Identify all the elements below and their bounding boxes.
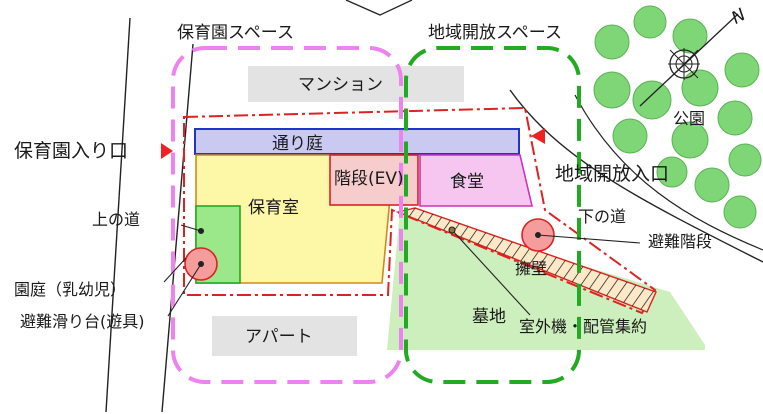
nursery-room-label: 保育室	[248, 198, 299, 218]
leader-lines	[163, 224, 641, 317]
tree-icon	[672, 18, 708, 54]
nursery-entrance-label: 保育園入り口	[14, 140, 128, 162]
tree-icon	[681, 69, 719, 107]
outdoor-units-hatch	[398, 208, 656, 312]
top-notch	[345, 0, 413, 16]
park-label: 公園	[673, 109, 705, 128]
tree-icon	[671, 121, 709, 159]
cemetery-label: 墓地	[472, 307, 506, 327]
stairs-ev-room	[329, 154, 419, 206]
community-space-outline	[404, 46, 581, 384]
tree-icon	[656, 156, 688, 188]
stairs-ev-label: 階段(EV)	[334, 169, 404, 189]
tree-icon	[612, 118, 648, 154]
community-space-label: 地域開放スペース	[428, 23, 562, 43]
site-boundary	[183, 106, 657, 315]
evac-stairs-label: 避難階段	[648, 232, 712, 251]
retaining-wall-label: 擁壁	[515, 259, 547, 278]
apartment-building	[212, 316, 357, 356]
entrance-arrow-icon	[531, 128, 545, 144]
road-line-right	[509, 89, 763, 263]
tree-icon	[723, 195, 757, 229]
community-entrance-label: 地域開放入口	[555, 163, 669, 185]
outdoor-units-label: 室外機・配管集約	[519, 317, 647, 336]
garden-label: 園庭（乳幼児）	[14, 280, 126, 299]
tree-icon	[633, 5, 667, 39]
nursery-space-outline	[171, 46, 403, 384]
lower-road-label: 下の道	[578, 207, 626, 226]
entrance-arrow-icon	[161, 143, 173, 159]
tree-icon	[694, 167, 730, 203]
park-trees	[593, 5, 762, 229]
courtyard-passage	[194, 128, 520, 155]
tree-icon	[717, 100, 753, 136]
road-line-right-2	[574, 94, 763, 251]
cafeteria-label: 食堂	[450, 172, 484, 192]
slide-label: 避難滑り台(遊具)	[20, 312, 145, 331]
mansion-building	[248, 66, 464, 102]
upper-road-label: 上の道	[92, 210, 140, 229]
tree-icon	[724, 52, 760, 88]
tree-icon	[728, 143, 762, 177]
tree-icon	[632, 80, 672, 120]
tree-icon	[594, 24, 630, 60]
courtyard-passage-label: 通り庭	[272, 134, 323, 154]
mansion-label: マンション	[298, 75, 383, 95]
road-line-left	[105, 17, 131, 413]
nursery-space-label: 保育園スペース	[177, 23, 294, 43]
tree-icon	[593, 71, 631, 109]
road-line-mid	[161, 43, 194, 413]
cafeteria-room	[419, 154, 534, 207]
north-label: N	[728, 5, 749, 29]
apartment-label: アパート	[245, 327, 313, 347]
